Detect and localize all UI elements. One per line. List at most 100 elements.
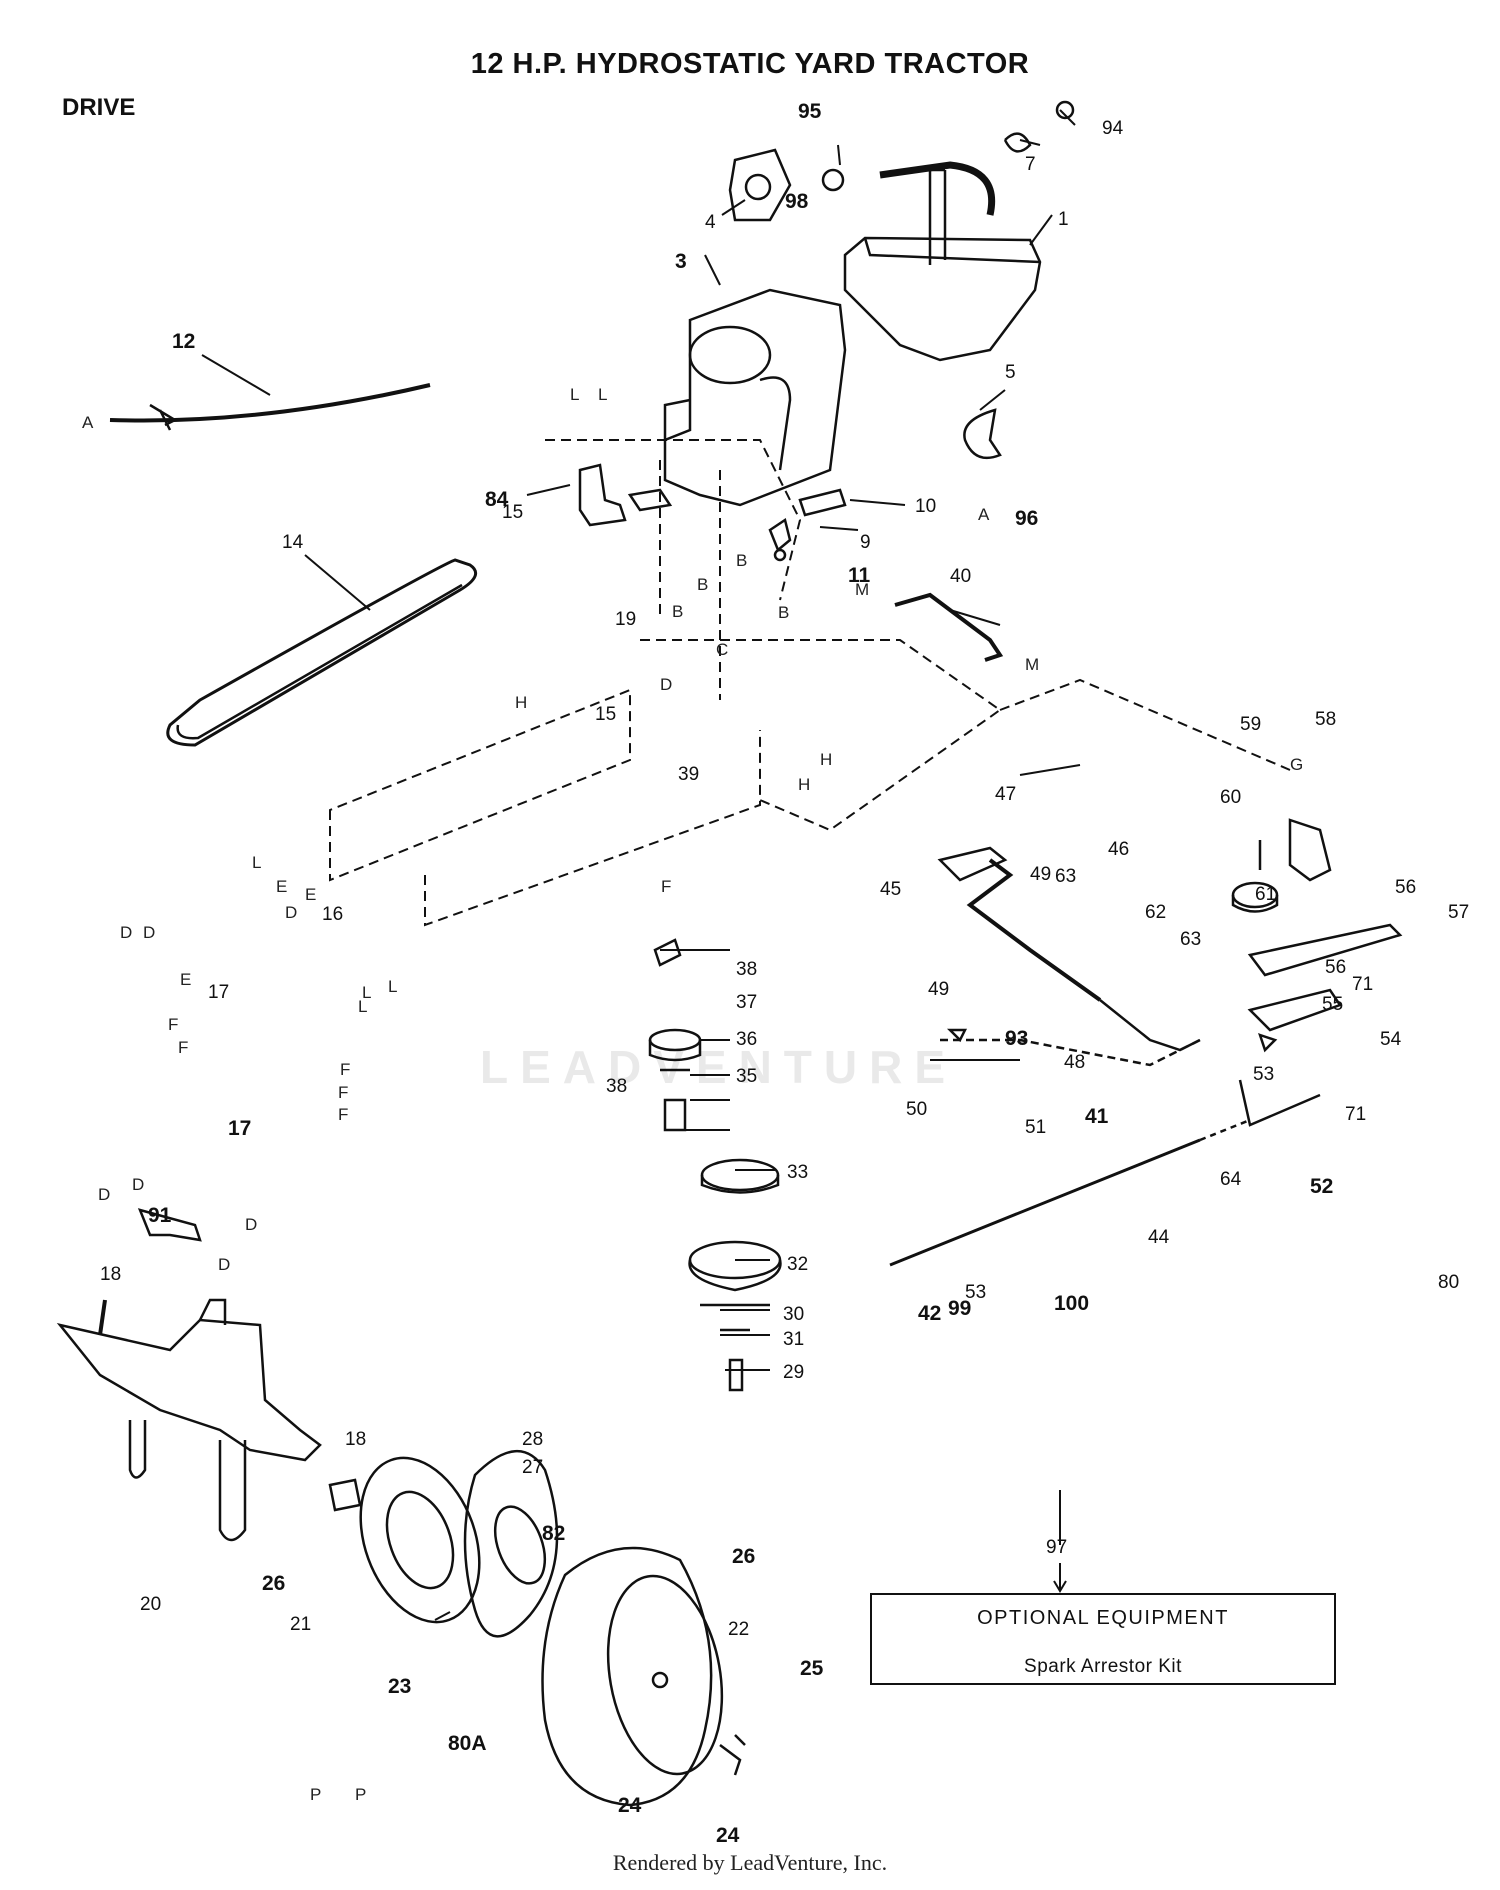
reference-letter-F: F — [178, 1038, 188, 1057]
section-label: DRIVE — [62, 94, 136, 121]
callout-36: 36 — [736, 1029, 757, 1050]
callout-96: 96 — [1015, 507, 1038, 530]
reference-letter-E: E — [180, 970, 191, 989]
callout-10: 10 — [915, 496, 936, 517]
callout-60: 60 — [1220, 787, 1241, 808]
callout-82: 82 — [542, 1522, 565, 1545]
reference-letter-F: F — [168, 1015, 178, 1034]
callout-39: 39 — [678, 764, 699, 785]
watermark: LEADVENTURE — [480, 1041, 958, 1093]
reference-letter-D: D — [98, 1185, 110, 1204]
callout-38: 38 — [736, 959, 757, 980]
reference-letter-F: F — [340, 1060, 350, 1079]
bellcrank — [1247, 988, 1342, 1032]
callout-61: 61 — [1255, 884, 1276, 905]
callout-23: 23 — [388, 1675, 411, 1698]
callout-47: 47 — [995, 784, 1016, 805]
fitting-nipple — [798, 488, 847, 517]
reference-letter-A: A — [82, 413, 94, 432]
reference-letter-D: D — [120, 923, 132, 942]
callout-4: 4 — [705, 212, 716, 233]
callout-12: 12 — [172, 330, 195, 353]
reference-letter-P: P — [355, 1785, 366, 1804]
inner-tube — [463, 1450, 559, 1638]
reference-letter-D: D — [285, 903, 297, 922]
callout-45: 45 — [880, 879, 901, 900]
optional-equipment-heading: OPTIONAL EQUIPMENT — [977, 1607, 1229, 1629]
callout-50: 50 — [906, 1099, 927, 1120]
callout-80A: 80A — [448, 1732, 487, 1755]
callout-27: 27 — [522, 1457, 543, 1478]
fitting-elbow — [768, 517, 792, 553]
callout-29: 29 — [783, 1362, 804, 1383]
reference-letter-F: F — [338, 1083, 348, 1102]
callout-5: 5 — [1005, 362, 1016, 383]
callout-53: 53 — [965, 1282, 986, 1303]
pedal-shaft — [937, 846, 1008, 882]
callout-41: 41 — [1085, 1105, 1109, 1128]
callout-11: 11 — [848, 564, 871, 587]
reference-letter-D: D — [132, 1175, 144, 1194]
callout-26: 26 — [732, 1545, 755, 1568]
callout-100: 100 — [1054, 1292, 1089, 1315]
tire — [541, 1546, 713, 1807]
reference-letter-H: H — [820, 750, 832, 769]
callout-42: 42 — [918, 1302, 941, 1325]
reference-letter-L: L — [388, 977, 397, 996]
callout-84: 84 — [485, 488, 509, 511]
callout-35: 35 — [736, 1066, 757, 1087]
callout-15: 15 — [595, 704, 616, 725]
callout-59: 59 — [1240, 714, 1261, 735]
callout-9: 9 — [860, 532, 871, 553]
callout-80: 80 — [1438, 1272, 1459, 1293]
reference-letter-B: B — [697, 575, 708, 594]
reference-letter-L: L — [362, 983, 371, 1002]
callout-18: 18 — [100, 1264, 121, 1285]
callout-95: 95 — [798, 100, 822, 123]
callout-24: 24 — [716, 1824, 740, 1847]
control-rod — [894, 592, 1004, 662]
reference-letter-L: L — [252, 853, 261, 872]
callout-55: 55 — [1322, 994, 1343, 1015]
transaxle — [56, 1318, 322, 1462]
callout-64: 64 — [1220, 1169, 1242, 1190]
callout-98: 98 — [785, 190, 809, 213]
reference-letter-A: A — [978, 505, 990, 524]
callout-51: 51 — [1025, 1117, 1046, 1138]
reference-letter-B: B — [672, 602, 683, 621]
callout-37: 37 — [736, 992, 757, 1013]
callout-93: 93 — [1005, 1027, 1028, 1050]
callout-14: 14 — [282, 532, 304, 553]
reference-letter-H: H — [798, 775, 810, 794]
callout-21: 21 — [290, 1614, 311, 1635]
callout-48: 48 — [1064, 1052, 1085, 1073]
optional-ref-number: 97 — [1046, 1537, 1067, 1558]
callout-16: 16 — [322, 904, 343, 925]
reference-letter-E: E — [305, 885, 316, 904]
page-title: 12 H.P. HYDROSTATIC YARD TRACTOR — [470, 48, 1030, 80]
reference-letter-C: C — [716, 640, 728, 659]
callout-52: 52 — [1310, 1175, 1333, 1198]
callout-1: 1 — [1058, 209, 1069, 230]
callout-31: 31 — [783, 1329, 804, 1350]
callout-71: 71 — [1352, 974, 1373, 995]
reference-letter-L: L — [570, 385, 579, 404]
callout-63: 63 — [1180, 929, 1201, 950]
callout-7: 7 — [1025, 154, 1036, 175]
callout-99: 99 — [948, 1297, 971, 1320]
reference-letter-L: L — [358, 997, 367, 1016]
spark-arrestor-kit-label: Spark Arrestor Kit — [1024, 1656, 1182, 1677]
reference-letter-D: D — [660, 675, 672, 694]
callout-25: 25 — [800, 1657, 824, 1680]
callout-49: 49 — [928, 979, 949, 1000]
callout-58: 58 — [1315, 709, 1336, 730]
callout-57: 57 — [1448, 902, 1469, 923]
callout-18: 18 — [345, 1429, 366, 1450]
callout-17: 17 — [228, 1117, 251, 1140]
callout-33: 33 — [787, 1162, 808, 1183]
shield-ring — [963, 408, 1002, 460]
control-bracket — [578, 463, 627, 527]
muffler — [843, 236, 1042, 362]
reference-letter-B: B — [736, 551, 747, 570]
